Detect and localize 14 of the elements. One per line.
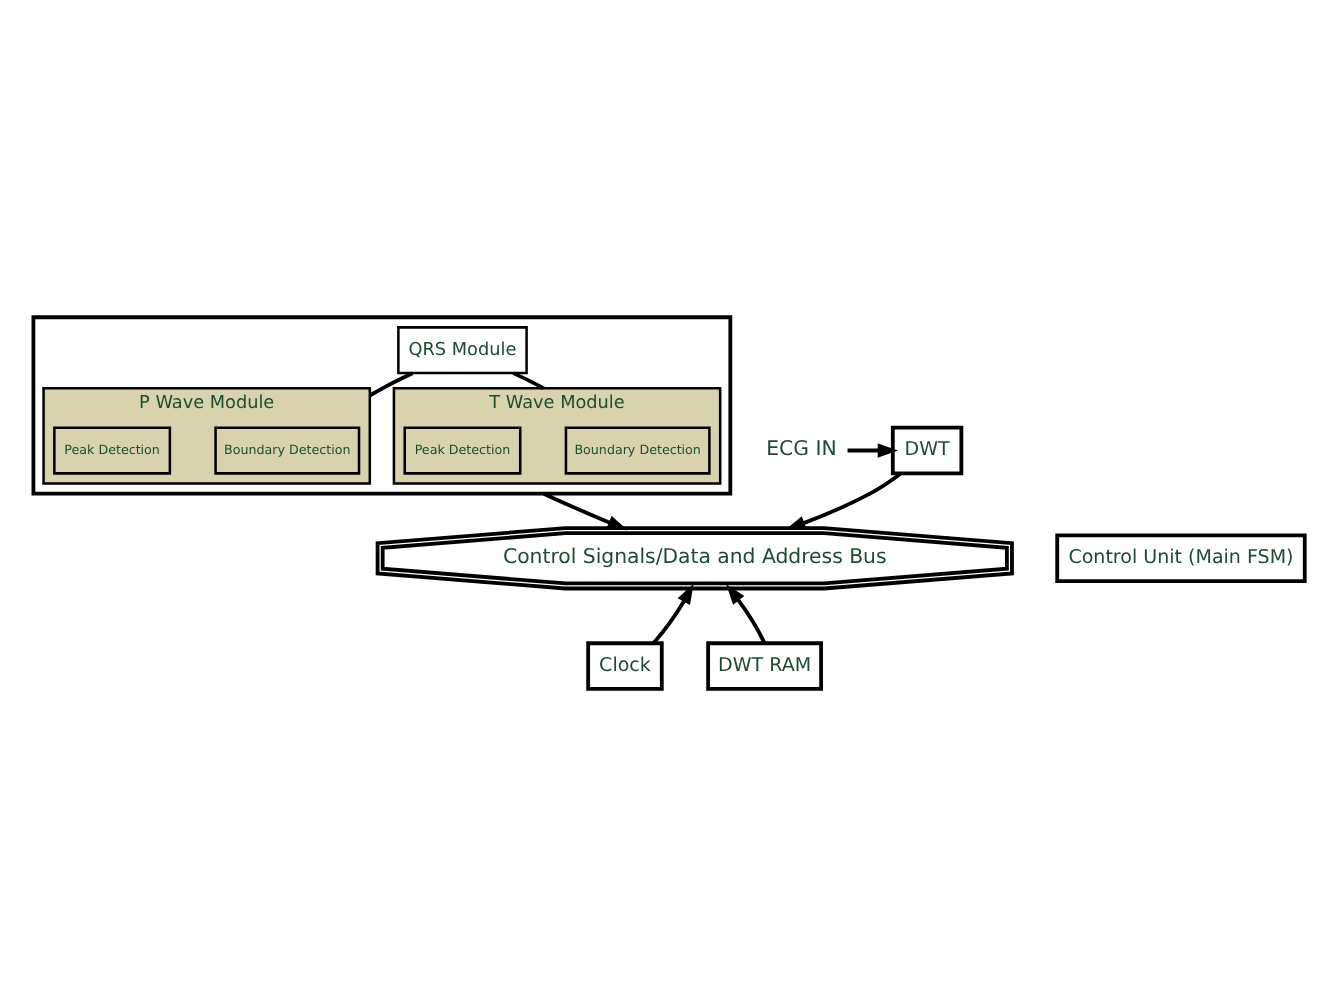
node-box: Clock xyxy=(586,641,664,691)
arrow xyxy=(785,471,902,530)
connector xyxy=(512,371,545,390)
node-box: Control Unit (Main FSM) xyxy=(1055,533,1307,584)
node-box: DWT xyxy=(890,425,964,476)
arrow xyxy=(542,491,628,531)
node-box: QRS Module xyxy=(397,326,528,375)
connector xyxy=(368,371,414,398)
arrow xyxy=(847,443,899,458)
node-box: DWT RAM xyxy=(706,641,823,691)
cluster xyxy=(31,315,733,496)
node-text: ECG IN xyxy=(766,439,837,462)
arrow xyxy=(726,584,767,644)
arrow xyxy=(652,583,694,645)
